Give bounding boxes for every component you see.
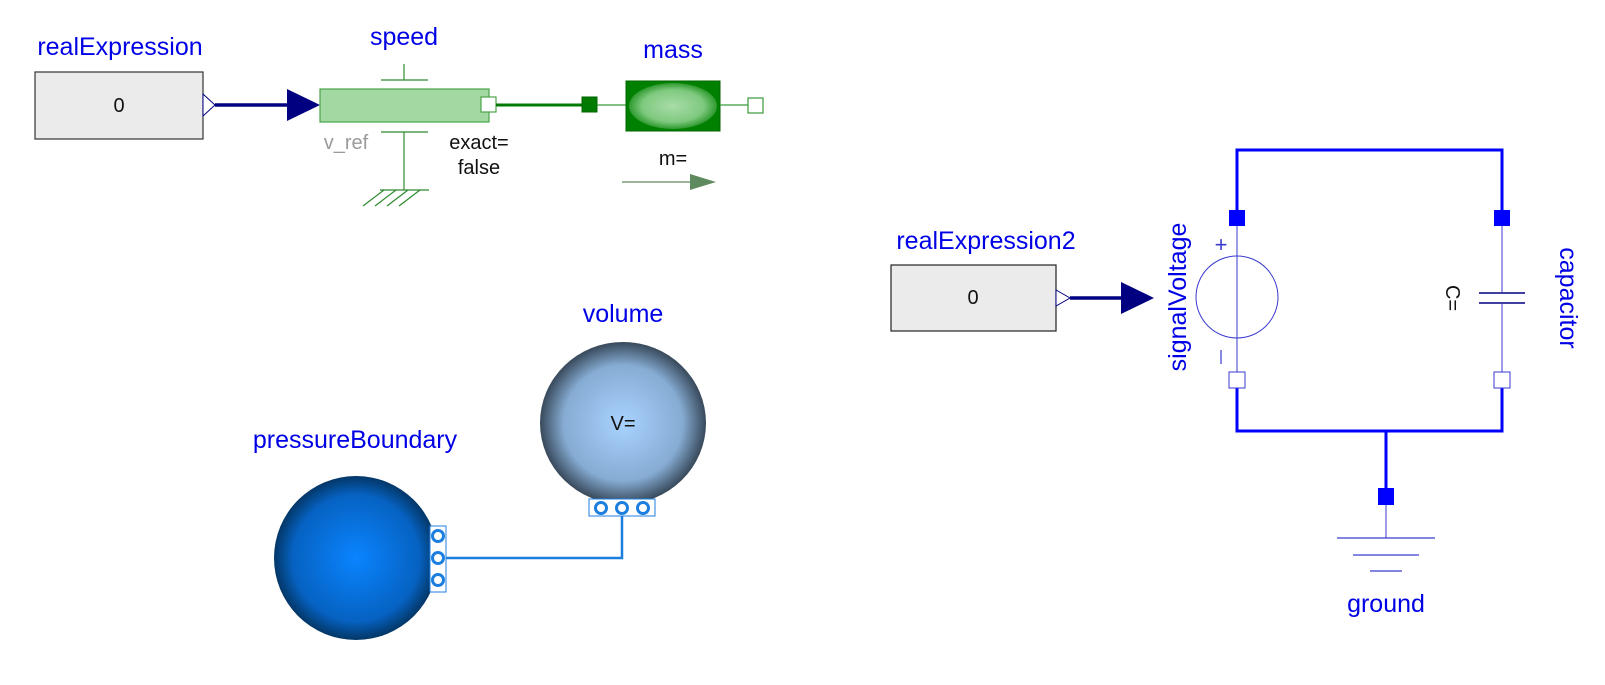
fluid-connection[interactable] [446, 516, 624, 560]
mass-flange-a-port[interactable] [581, 96, 598, 113]
capacitor-block[interactable]: C= capacitor [1441, 210, 1582, 389]
signal-voltage-positive-port[interactable] [1229, 210, 1245, 226]
mass-block[interactable]: mass m= [581, 36, 764, 190]
pressure-boundary-block[interactable]: pressureBoundary [253, 426, 458, 640]
pressure-boundary-sphere[interactable] [274, 476, 438, 640]
capacitor-param: C= [1441, 285, 1463, 311]
speed-input-arrow[interactable] [287, 89, 320, 121]
capacitor-positive-port[interactable] [1494, 210, 1510, 226]
mass-ellipse [629, 83, 717, 129]
electrical-wires[interactable] [1235, 148, 1504, 488]
real-expression2-box[interactable] [890, 264, 1057, 332]
ground-block[interactable]: ground [1337, 488, 1435, 618]
real-expression-value: 0 [113, 95, 124, 117]
ground-symbol-icon [1337, 537, 1435, 572]
real-expression2-output-port[interactable] [1055, 289, 1072, 307]
capacitor-negative-port[interactable] [1493, 371, 1511, 389]
speed-param-exact: exact= [449, 132, 508, 154]
speed-fixed-hatch-icon [362, 189, 429, 207]
plus-sign: + [1215, 232, 1228, 257]
top-wire [1235, 148, 1504, 210]
bottom-wire [1235, 388, 1504, 433]
speed-param-false: false [458, 157, 500, 179]
real-expression-box[interactable] [34, 71, 204, 140]
signal-voltage-source-icon [1195, 255, 1279, 339]
pressure-boundary-label: pressureBoundary [253, 426, 458, 454]
speed-label: speed [370, 23, 438, 51]
speed-body[interactable] [319, 88, 490, 123]
volume-sphere[interactable] [540, 342, 706, 504]
volume-ports[interactable] [594, 501, 650, 515]
real-expression2-value: 0 [967, 287, 978, 309]
real-expression-label: realExpression [37, 33, 202, 61]
real-expression-output-port[interactable] [202, 92, 216, 118]
ground-port[interactable] [1378, 488, 1394, 505]
mass-param: m= [659, 148, 687, 170]
speed-flange-port[interactable] [480, 96, 497, 113]
mass-direction-arrow-icon [690, 174, 716, 190]
volume-block[interactable]: volume V= [540, 300, 706, 517]
volume-label: volume [583, 300, 664, 328]
signal-voltage-negative-port[interactable] [1228, 371, 1246, 389]
real-expression-block[interactable]: realExpression 0 [34, 33, 216, 140]
speed-block[interactable]: speed v_ref exact= false [319, 23, 509, 207]
mass-label: mass [643, 36, 703, 64]
capacitor-label: capacitor [1554, 247, 1582, 348]
real-expression2-block[interactable]: realExpression2 0 [890, 227, 1076, 332]
mass-flange-b-port[interactable] [747, 97, 764, 114]
pressure-boundary-ports[interactable] [431, 529, 445, 587]
speed-input-label: v_ref [324, 132, 369, 154]
signal-voltage-block[interactable]: signalVoltage + [1164, 210, 1279, 389]
signal-voltage-label: signalVoltage [1164, 223, 1192, 372]
real-expression2-label: realExpression2 [896, 227, 1075, 255]
volume-param: V= [610, 413, 635, 435]
signal-voltage-input-arrow[interactable] [1121, 282, 1154, 314]
ground-label: ground [1347, 590, 1425, 618]
